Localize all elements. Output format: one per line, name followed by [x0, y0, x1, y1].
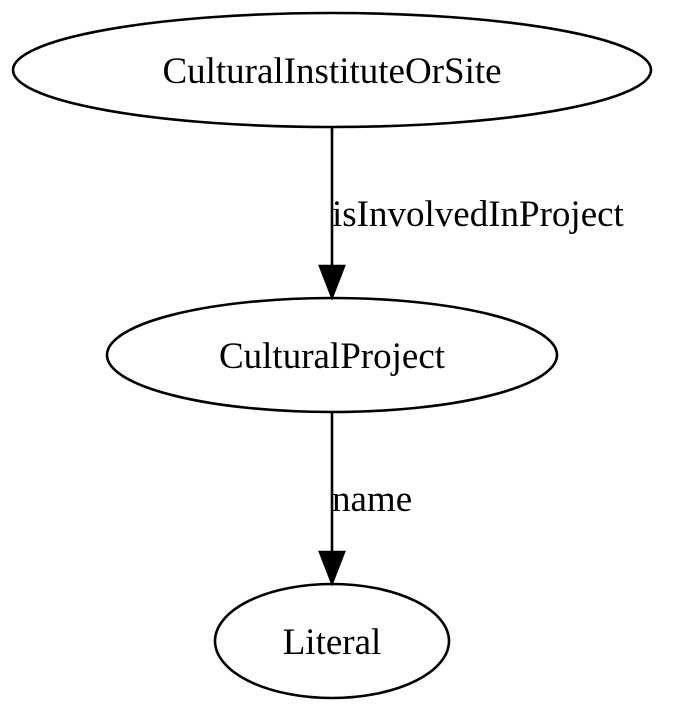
node-literal: Literal: [213, 582, 451, 700]
node-cultural-project: CulturalProject: [105, 296, 559, 414]
edge-is-involved-in-project-arrowhead: [318, 264, 346, 301]
edge-name-arrowhead: [318, 550, 346, 587]
edge-is-involved-in-project-label: isInvolvedInProject: [332, 194, 625, 235]
node-literal-label: Literal: [283, 622, 382, 663]
node-cultural-project-label: CulturalProject: [219, 336, 446, 377]
edge-name: name: [318, 412, 412, 587]
edge-is-involved-in-project: isInvolvedInProject: [318, 127, 625, 301]
node-literal-ellipse: [213, 582, 451, 700]
edge-name-label: name: [332, 479, 412, 520]
node-cultural-institute-or-site: CulturalInstituteOrSite: [11, 11, 653, 129]
node-cultural-institute-or-site-label: CulturalInstituteOrSite: [162, 51, 501, 92]
